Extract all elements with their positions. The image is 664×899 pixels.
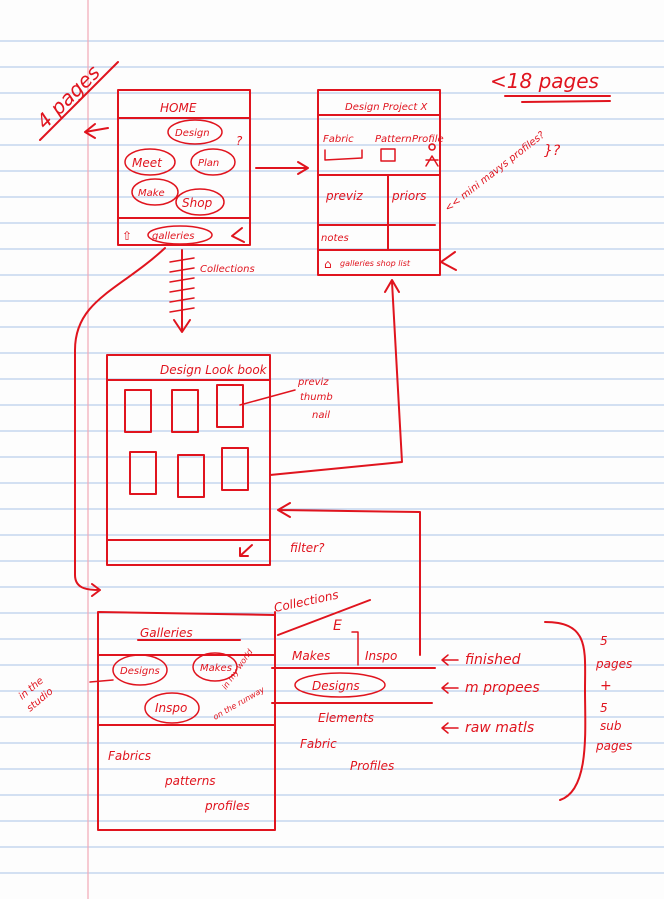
home-icon: ⌂ (324, 257, 332, 271)
home-to-project-arrow (255, 161, 309, 175)
mini-profiles-note: << mini mavys profiles? (443, 129, 548, 214)
question-mark: ? (236, 134, 243, 148)
tab-profile: Profile (412, 134, 444, 145)
arrow-left-icon (84, 123, 109, 139)
galleries-loop-arrow (74, 247, 166, 597)
collections-arrow: Collections (169, 249, 255, 333)
thumbnail-to-project-arrow (269, 279, 403, 476)
design-oval (167, 119, 223, 145)
side-question: }? (544, 143, 561, 159)
summary-sub: sub (600, 719, 622, 733)
gallery-designs[interactable]: Designs (120, 666, 160, 677)
home-item-meet: Meet (132, 156, 163, 170)
home-footer-galleries: galleries (152, 231, 194, 242)
collections-title: Collections (273, 588, 340, 615)
home-frame (117, 89, 251, 246)
thumbnail-grid (124, 384, 249, 498)
thumbnail[interactable] (221, 447, 249, 491)
back-chevron-icon (231, 227, 245, 243)
collection-makes[interactable]: Makes (292, 649, 330, 663)
collection-elements: Elements (318, 711, 374, 725)
thumb-note: thumb (300, 392, 333, 403)
summary-pages-b: pages (595, 739, 632, 753)
collection-profiles[interactable]: Profiles (350, 759, 394, 773)
pattern-icon (380, 148, 396, 162)
filter-arrow (277, 502, 421, 656)
page-count-left: 4 pages (32, 60, 119, 141)
lookbook-title: Design Look book (160, 363, 268, 377)
notes-panel: notes (321, 233, 349, 244)
galleries-frame (97, 611, 276, 831)
person-icon (425, 143, 439, 167)
four-pages-note: 4 pages (32, 60, 105, 133)
galleries-title: Galleries (140, 626, 193, 640)
raw-materials-note: raw matls (465, 720, 534, 736)
collection-designs[interactable]: Designs (312, 679, 360, 693)
home-item-design: Design (175, 128, 210, 139)
galleries-wireframe: Galleries Designs Makes Inspo in my worl… (17, 611, 276, 831)
priors-panel: priors (391, 189, 426, 203)
fabrics-label: Fabrics (108, 749, 151, 763)
home-item-plan: Plan (198, 158, 219, 169)
brace (544, 621, 587, 801)
summary-5b: 5 (600, 701, 608, 715)
thumbnail[interactable] (177, 454, 205, 498)
finished-note: finished (465, 652, 521, 668)
home-item-shop: Shop (182, 196, 213, 210)
double-underline (504, 95, 611, 103)
properties-note: m propees (465, 680, 540, 696)
lookbook-wireframe: Design Look book previz thumb nail filte… (106, 354, 333, 566)
summary-5: 5 (600, 634, 608, 648)
summary-plus: + (600, 678, 612, 694)
expand-arrow-icon (239, 544, 253, 557)
tab-fabric: Fabric (323, 134, 354, 145)
ruled-lines (0, 40, 664, 874)
profiles-label: profiles (204, 799, 250, 813)
back-chevron-icon (440, 251, 457, 271)
previz-note: previz (297, 377, 329, 388)
eighteen-pages-note: <18 pages (490, 69, 599, 93)
inspo-note: on the runway (212, 685, 267, 722)
collection-inspo[interactable]: Inspo (365, 649, 397, 663)
project-frame (317, 89, 441, 276)
underline (39, 61, 119, 141)
previz-panel: previz (325, 189, 363, 203)
home-wireframe: HOME Design Meet Plan Make Shop ? ⇧ gall… (117, 89, 251, 246)
patterns-label: patterns (164, 774, 216, 788)
filter-note: filter? (290, 541, 325, 555)
thumbnail[interactable] (171, 389, 199, 433)
annotations: finished m propees raw matls 5 pages + 5… (441, 621, 632, 801)
project-footer: galleries shop list (340, 259, 411, 268)
project-wireframe: Design Project X Fabric Pattern Profile … (317, 89, 561, 276)
collection-fabric[interactable]: Fabric (300, 737, 337, 751)
project-title: Design Project X (345, 102, 428, 113)
fabric-swatch-icon (324, 149, 363, 161)
gallery-makes[interactable]: Makes (200, 663, 232, 674)
nail-note: nail (312, 410, 330, 421)
filter-icon: E (333, 618, 342, 634)
gallery-inspo[interactable]: Inspo (155, 701, 187, 715)
home-title: HOME (160, 101, 197, 115)
summary-pages: pages (595, 657, 632, 671)
thumbnail[interactable] (216, 384, 244, 428)
home-item-make: Make (138, 188, 165, 199)
page-count-right: <18 pages (490, 69, 611, 103)
thumbnail[interactable] (124, 389, 152, 433)
thumbnail[interactable] (129, 451, 157, 495)
lookbook-frame (106, 354, 271, 566)
up-arrow-icon: ⇧ (122, 229, 132, 243)
collections-arrow-label: Collections (200, 264, 255, 275)
tab-pattern: Pattern (375, 134, 412, 145)
collections-wireframe: Collections E Makes Inspo Designs Elemen… (271, 588, 436, 773)
